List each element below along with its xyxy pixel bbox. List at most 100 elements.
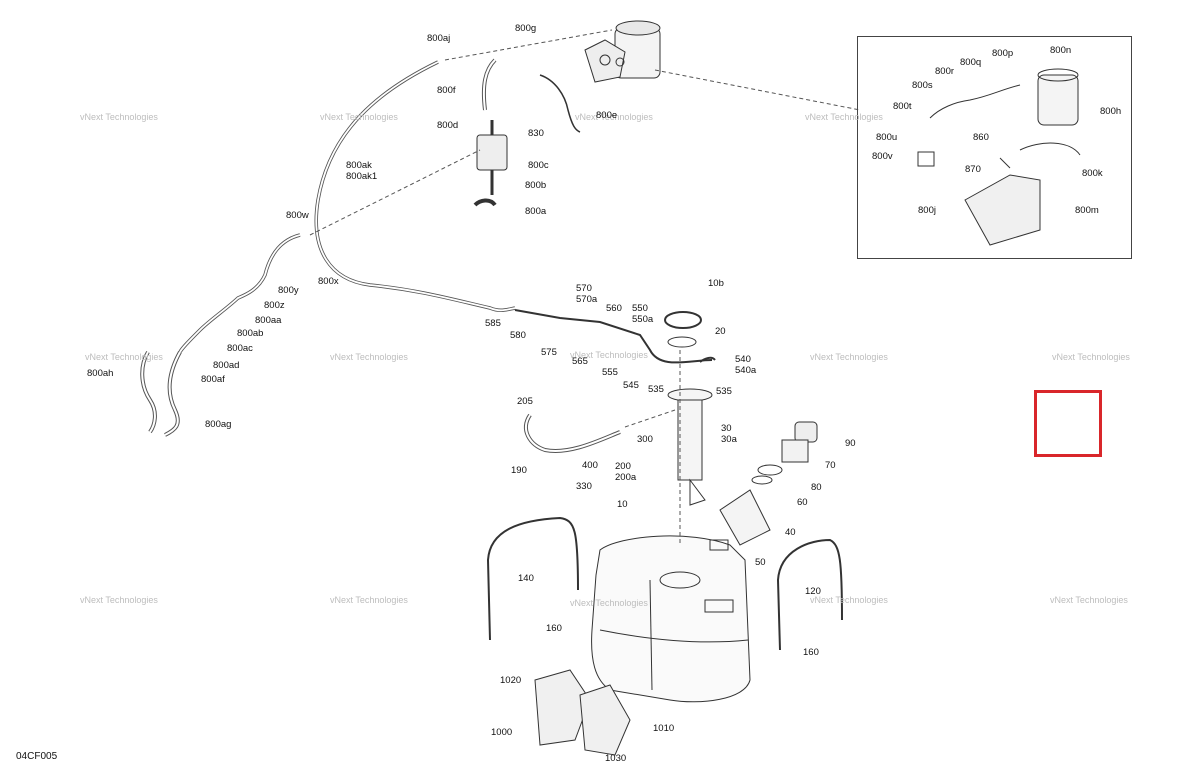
callout-560: 560 xyxy=(606,303,622,314)
watermark: vNext Technologies xyxy=(80,112,158,122)
callout-800s: 800s xyxy=(912,80,933,91)
callout-570: 570 xyxy=(576,283,592,294)
selection-box[interactable] xyxy=(1034,390,1102,457)
fuel-pump-module xyxy=(667,388,713,506)
callout-870: 870 xyxy=(965,164,981,175)
callout-800k: 800k xyxy=(1082,168,1103,179)
watermark: vNext Technologies xyxy=(80,595,158,605)
callout-555: 555 xyxy=(602,367,618,378)
callout-10: 10 xyxy=(617,499,628,510)
callout-800ah: 800ah xyxy=(87,368,114,379)
callout-800a: 800a xyxy=(525,206,547,217)
callout-1020: 1020 xyxy=(500,675,522,686)
callout-540a: 540a xyxy=(735,365,757,376)
watermark: vNext Technologies xyxy=(1050,595,1128,605)
callout-860: 860 xyxy=(973,132,989,143)
watermark: vNext Technologies xyxy=(85,352,163,362)
callout-800ak: 800ak xyxy=(346,160,372,171)
heat-shield-1030 xyxy=(579,684,631,756)
callout-800ac: 800ac xyxy=(227,343,253,354)
callout-800b: 800b xyxy=(525,180,547,191)
filler-neck xyxy=(709,421,818,551)
callout-205: 205 xyxy=(517,396,533,407)
callout-800aa: 800aa xyxy=(255,315,282,326)
callout-800z: 800z xyxy=(264,300,285,311)
callout-800j: 800j xyxy=(918,205,936,216)
callout-40: 40 xyxy=(785,527,796,538)
callout-550a: 550a xyxy=(632,314,654,325)
callout-800y: 800y xyxy=(278,285,299,296)
callout-1030: 1030 xyxy=(605,753,627,764)
callout-190: 190 xyxy=(511,465,527,476)
inset-canister-detail xyxy=(917,68,1081,246)
diagram-code: 04CF005 xyxy=(16,751,58,762)
callout-80: 80 xyxy=(811,482,822,493)
callout-540: 540 xyxy=(735,354,751,365)
inset-box xyxy=(857,36,1132,259)
strap-120 xyxy=(776,538,843,651)
callout-140: 140 xyxy=(518,573,534,584)
callout-545: 545 xyxy=(623,380,639,391)
callout-565: 565 xyxy=(572,356,588,367)
watermark: vNext Technologies xyxy=(575,112,653,122)
callout-800w: 800w xyxy=(286,210,309,221)
callout-800u: 800u xyxy=(876,132,898,143)
watermark: vNext Technologies xyxy=(570,598,648,608)
callout-120: 120 xyxy=(805,586,821,597)
callout-400: 400 xyxy=(582,460,598,471)
callout-30a: 30a xyxy=(721,434,737,445)
callout-10b: 10b xyxy=(708,278,724,289)
fuel-tank xyxy=(591,535,751,703)
callout-550: 550 xyxy=(632,303,648,314)
callout-200a: 200a xyxy=(615,472,637,483)
callout-800aj: 800aj xyxy=(427,33,451,44)
watermark: vNext Technologies xyxy=(320,112,398,122)
watermark: vNext Technologies xyxy=(330,352,408,362)
callout-800x: 800x xyxy=(318,276,339,287)
callout-800n: 800n xyxy=(1050,45,1072,56)
watermark: vNext Technologies xyxy=(1052,352,1130,362)
callout-580: 580 xyxy=(510,330,526,341)
callout-330: 330 xyxy=(576,481,592,492)
callout-1000: 1000 xyxy=(491,727,513,738)
callout-830: 830 xyxy=(528,128,544,139)
callout-800ad: 800ad xyxy=(213,360,240,371)
callout-800q: 800q xyxy=(960,57,982,68)
callout-30: 30 xyxy=(721,423,732,434)
callout-570a: 570a xyxy=(576,294,598,305)
strap-140 xyxy=(486,516,579,641)
callout-585: 585 xyxy=(485,318,501,329)
callout-800h: 800h xyxy=(1100,106,1122,117)
callout-1010: 1010 xyxy=(653,723,675,734)
callout-575: 575 xyxy=(541,347,557,358)
hose-200 xyxy=(524,413,621,453)
watermark: vNext Technologies xyxy=(805,112,883,122)
callout-800g: 800g xyxy=(515,23,537,34)
callout-800ab: 800ab xyxy=(237,328,264,339)
watermark: vNext Technologies xyxy=(330,595,408,605)
callout-800f: 800f xyxy=(437,85,456,96)
evap-canister xyxy=(584,20,661,83)
watermark: vNext Technologies xyxy=(570,350,648,360)
callout-50: 50 xyxy=(755,557,766,568)
callout-70: 70 xyxy=(825,460,836,471)
seal-ring xyxy=(667,336,697,348)
callout-800e: 800e xyxy=(596,110,618,121)
callout-160-right: 160 xyxy=(803,647,819,658)
callout-90: 90 xyxy=(845,438,856,449)
callout-800ag: 800ag xyxy=(205,419,232,430)
watermark: vNext Technologies xyxy=(810,595,888,605)
lock-ring xyxy=(664,311,702,329)
callout-300: 300 xyxy=(637,434,653,445)
callout-800d: 800d xyxy=(437,120,459,131)
watermark: vNext Technologies xyxy=(810,352,888,362)
callout-535-right: 535 xyxy=(716,386,732,397)
callout-800r: 800r xyxy=(935,66,955,77)
callout-800v: 800v xyxy=(872,151,893,162)
callout-800m: 800m xyxy=(1075,205,1099,216)
callout-200: 200 xyxy=(615,461,631,472)
callout-800t: 800t xyxy=(893,101,912,112)
callout-60: 60 xyxy=(797,497,808,508)
callout-20: 20 xyxy=(715,326,726,337)
